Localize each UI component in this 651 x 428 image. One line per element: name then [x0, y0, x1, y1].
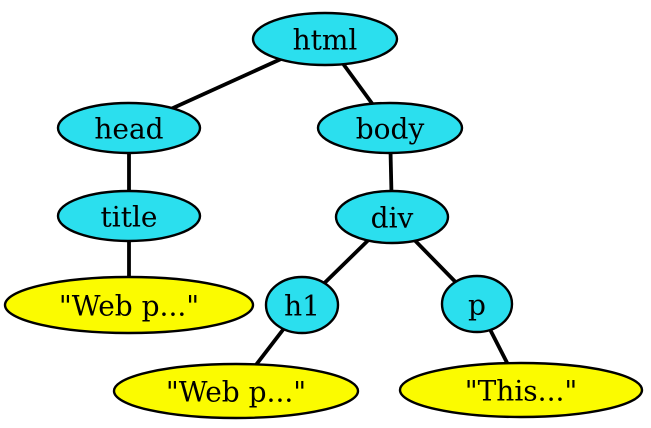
- text-node-ellipse-text-p: [398, 361, 644, 419]
- node-h1: h1: [264, 275, 340, 335]
- node-title: title: [56, 189, 202, 243]
- node-label-h1: h1: [284, 290, 320, 323]
- node-div: div: [334, 189, 450, 245]
- node-text-p: "This...": [398, 361, 644, 419]
- node-label-html: html: [293, 24, 358, 57]
- element-node-ellipse-title: [56, 189, 202, 243]
- node-label-text-h1: "Web p...": [166, 376, 306, 409]
- text-node-ellipse-text-h1: [112, 362, 360, 420]
- node-label-head: head: [94, 113, 163, 146]
- node-p: p: [440, 274, 514, 334]
- element-node-ellipse-h1: [264, 275, 340, 335]
- element-node-ellipse-html: [251, 11, 399, 67]
- element-node-ellipse-head: [56, 101, 202, 155]
- node-label-div: div: [371, 202, 414, 235]
- node-label-title: title: [101, 201, 158, 234]
- element-node-ellipse-p: [440, 274, 514, 334]
- node-text-title: "Web p...": [3, 275, 255, 335]
- element-node-ellipse-body: [316, 101, 464, 155]
- node-label-text-p: "This...": [465, 375, 578, 408]
- node-html: html: [251, 11, 399, 67]
- node-head: head: [56, 101, 202, 155]
- node-label-body: body: [356, 113, 425, 146]
- text-node-ellipse-text-title: [3, 275, 255, 335]
- node-text-h1: "Web p...": [112, 362, 360, 420]
- node-label-text-title: "Web p...": [59, 290, 199, 323]
- element-node-ellipse-div: [334, 189, 450, 245]
- node-label-p: p: [468, 289, 486, 322]
- node-body: body: [316, 101, 464, 155]
